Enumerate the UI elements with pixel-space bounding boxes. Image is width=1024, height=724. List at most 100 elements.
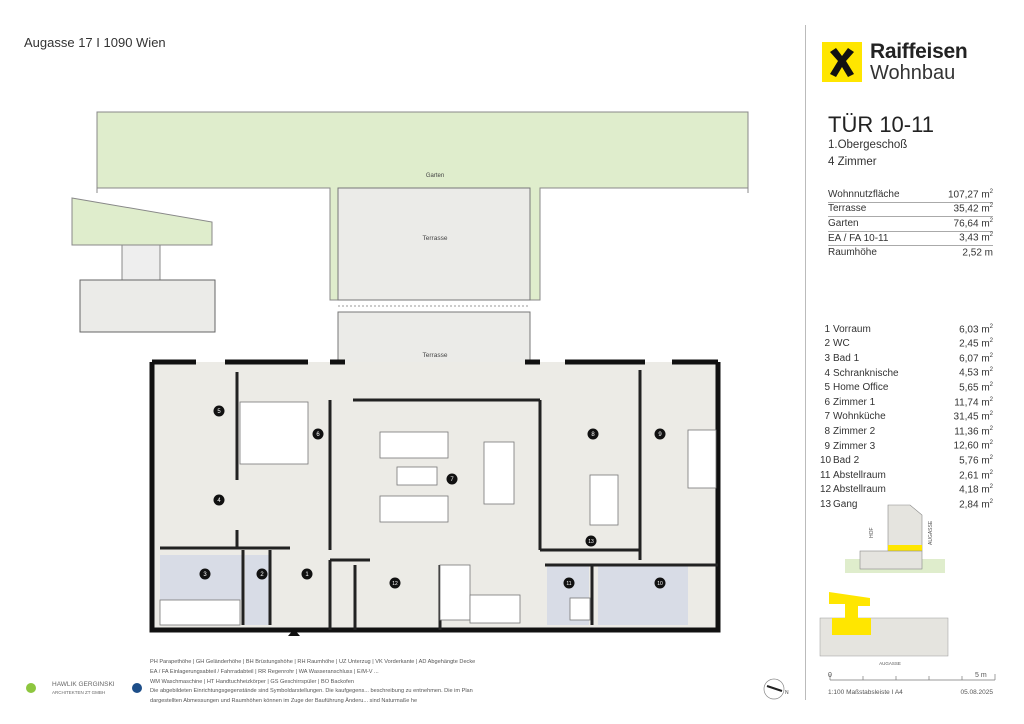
street-label: AUGASSE [879, 661, 901, 666]
room-area: 2,84 m2 [959, 498, 993, 511]
room-area: 4,53 m2 [959, 367, 993, 379]
area-value: 107,27 m2 [947, 188, 993, 200]
compass-label: N [785, 690, 789, 696]
unit-title: TÜR 10-11 [828, 112, 934, 137]
room-number: 4 [824, 367, 830, 379]
room-number: 7 [824, 411, 830, 423]
room-name: Zimmer 1 [833, 396, 876, 408]
room-area: 6,03 m2 [959, 323, 993, 335]
room-number: 1 [824, 323, 830, 335]
area-label: Terrasse [828, 203, 867, 215]
room-name: Bad 1 [833, 352, 860, 364]
legend-line: Die abgebildeten Einrichtungsgegenstände… [150, 688, 473, 695]
room-marker-number: 7 [450, 477, 454, 483]
site-key-plan [71, 197, 216, 333]
area-value: 2,52 m [962, 247, 993, 259]
room-name: Zimmer 3 [833, 440, 876, 452]
room-name: Bad 2 [833, 455, 860, 467]
room-marker-number: 9 [658, 432, 662, 438]
room-name: Abstellraum [833, 469, 886, 481]
scale-start: 0 [828, 672, 832, 679]
room-marker: 2 [256, 568, 268, 580]
terrace-label: Terrasse [423, 235, 448, 242]
room-number: 10 [820, 455, 832, 467]
room-marker-number: 4 [217, 498, 221, 504]
architect-line2: ARCHITEKTEN ZT GMBH [52, 690, 106, 695]
room-number: 9 [824, 440, 830, 452]
room-area: 11,74 m2 [954, 396, 993, 408]
architect-badge-icon [132, 683, 142, 693]
room-marker: 13 [585, 535, 597, 547]
legend-line: dargestellten Abmessungen und Raumhöhen … [150, 698, 418, 705]
room-marker-number: 2 [260, 572, 264, 578]
legend-notes: PH Parapethöhe | GH Geländerhöhe | BH Br… [150, 658, 475, 707]
scale-label: 1:100 Maßstabsleiste I A4 [828, 689, 903, 696]
area-label: Wohnnutzfläche [828, 188, 900, 200]
room-marker-number: 8 [591, 432, 595, 438]
room-name: Gang [833, 498, 858, 510]
room-marker-number: 6 [316, 432, 320, 438]
room-area: 5,65 m2 [959, 382, 993, 394]
room-area: 5,76 m2 [959, 455, 993, 467]
room-number: 13 [820, 498, 832, 510]
scale-bar [829, 674, 996, 681]
room-number: 3 [824, 352, 830, 364]
room-marker-number: 12 [392, 581, 398, 587]
floor-plan: Garten Terrasse Terrasse [71, 111, 749, 636]
project-address: Augasse 17 I 1090 Wien [24, 35, 166, 50]
brand-name: Raiffeisen [870, 40, 968, 63]
courtyard-label: HOF [869, 527, 875, 538]
room-name: Wohnküche [833, 411, 886, 423]
room-area: 4,18 m2 [959, 484, 993, 496]
area-label: Raumhöhe [828, 247, 877, 259]
room-name: Vorraum [833, 323, 871, 335]
room-number: 8 [824, 425, 830, 437]
architect-line1: HAWLIK GERGINSKI [52, 681, 115, 688]
room-name: WC [833, 338, 850, 350]
legend-line: WM Waschmaschine | HT Handtuchheizkörper… [150, 678, 354, 685]
room-number: 6 [824, 396, 830, 408]
legend-line: PH Parapethöhe | GH Geländerhöhe | BH Br… [150, 659, 476, 665]
room-name: Schranknische [833, 367, 899, 379]
room-marker-number: 13 [588, 539, 594, 545]
area-value: 76,64 m2 [953, 217, 993, 230]
divider [805, 25, 806, 700]
room-marker: 3 [199, 568, 211, 580]
brand-subname: Wohnbau [870, 62, 956, 84]
area-label: Garten [828, 217, 859, 229]
street-label: AUGASSE [928, 520, 934, 545]
terrace-upper: Terrasse [337, 187, 531, 301]
room-name: Home Office [833, 382, 889, 394]
room-number: 12 [820, 484, 832, 496]
room-area: 6,07 m2 [959, 352, 993, 365]
garden-label: Garten [426, 173, 444, 179]
room-number: 2 [824, 338, 830, 350]
plan-date: 05.08.2025 [960, 689, 993, 696]
room-marker-number: 3 [203, 572, 207, 578]
room-marker: 6 [312, 428, 324, 440]
site-diagram: AUGASSE [819, 592, 949, 666]
unit-floor: 1.Obergeschoß [828, 139, 908, 151]
location-key: HOF AUGASSE AUGASSE N [763, 504, 996, 700]
room-area: 2,45 m2 [959, 338, 993, 350]
room-area: 31,45 m2 [953, 411, 993, 423]
area-row: Raumhöhe 2,52 m [828, 245, 993, 260]
room-area: 11,36 m2 [954, 425, 993, 438]
entrance-marker-icon [288, 629, 300, 636]
room-area: 12,60 m2 [953, 440, 993, 452]
room-number: 11 [820, 469, 831, 481]
architect-logo [26, 683, 142, 693]
room-marker: 9 [654, 428, 666, 440]
raiffeisen-logo-icon [822, 42, 862, 82]
room-name: Zimmer 2 [833, 425, 876, 437]
room-marker: 8 [587, 428, 599, 440]
